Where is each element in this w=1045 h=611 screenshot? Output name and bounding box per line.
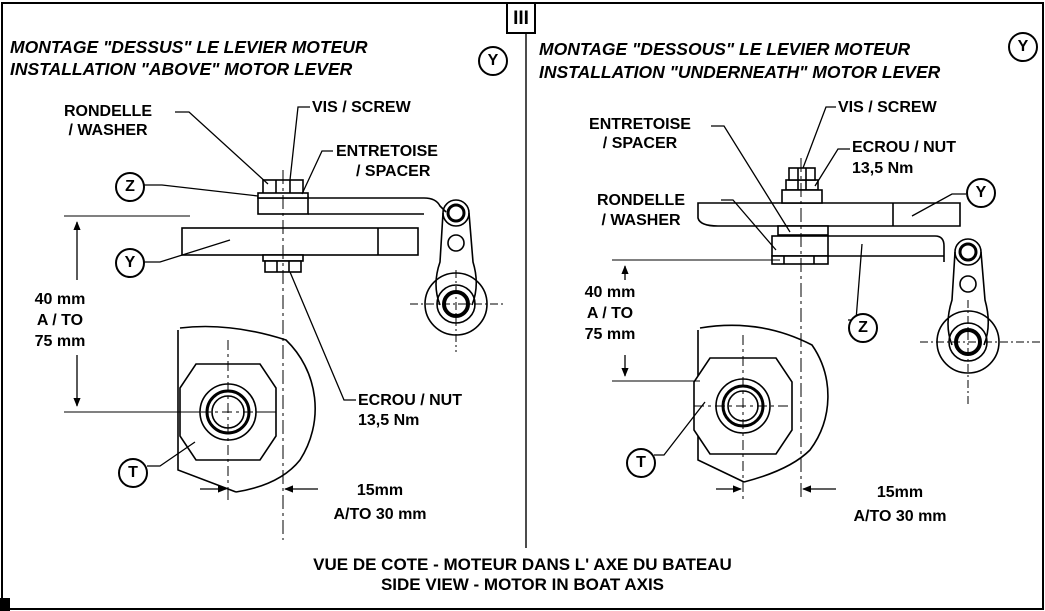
right-title-circle-y: Y (1008, 32, 1038, 62)
left-annotations (64, 106, 356, 500)
right-dim-v-to: A / TO (586, 305, 634, 322)
left-circle-t: T (118, 458, 148, 488)
panel-number: III (513, 8, 529, 29)
right-circle-t: T (626, 448, 656, 478)
left-label-torque: 13,5 Nm (358, 412, 420, 429)
left-assembly (177, 170, 505, 540)
left-label-spacer: / SPACER (356, 163, 431, 180)
right-label-vis-screw: VIS / SCREW (838, 99, 937, 116)
right-label-rondelle: RONDELLE (597, 192, 685, 209)
right-dim-v-min: 40 mm (584, 284, 636, 301)
footer-line-en: SIDE VIEW - MOTOR IN BOAT AXIS (380, 575, 665, 594)
right-dim-h-min: 15mm (876, 484, 924, 501)
left-circle-z: Z (115, 172, 145, 202)
right-label-washer: / WASHER (601, 212, 681, 229)
left-label-ecrou-nut: ECROU / NUT (358, 392, 462, 409)
left-dim-h-min: 15mm (356, 482, 404, 499)
right-label-torque: 13,5 Nm (852, 160, 914, 177)
left-label-vis-screw: VIS / SCREW (312, 99, 411, 116)
left-label-washer: / WASHER (68, 122, 148, 139)
left-dim-v-max: 75 mm (34, 333, 86, 350)
left-dim-v-min: 40 mm (34, 291, 86, 308)
right-title-fr: MONTAGE "DESSOUS" LE LEVIER MOTEUR (539, 39, 911, 59)
left-title-fr: MONTAGE "DESSUS" LE LEVIER MOTEUR (10, 37, 368, 57)
right-circle-z: Z (848, 313, 878, 343)
left-circle-y: Y (115, 248, 145, 278)
left-label-rondelle: RONDELLE (64, 103, 152, 120)
left-dim-v-to: A / TO (36, 312, 84, 329)
right-dim-h-max: A/TO 30 mm (853, 508, 947, 525)
corner-mark (0, 598, 10, 611)
right-circle-y: Y (966, 178, 996, 208)
left-title-en: INSTALLATION "ABOVE" MOTOR LEVER (10, 59, 353, 79)
left-label-entretoise: ENTRETOISE (336, 143, 438, 160)
footer-line-fr: VUE DE COTE - MOTEUR DANS L' AXE DU BATE… (313, 555, 732, 574)
right-dim-v-max: 75 mm (584, 326, 636, 343)
left-dim-h-max: A/TO 30 mm (333, 506, 427, 523)
right-label-ecrou-nut: ECROU / NUT (852, 139, 956, 156)
right-assembly (693, 158, 1040, 500)
right-title-en: INSTALLATION "UNDERNEATH" MOTOR LEVER (539, 62, 941, 82)
right-label-entretoise: ENTRETOISE (589, 116, 691, 133)
right-label-spacer: / SPACER (602, 135, 678, 152)
left-title-circle-y: Y (478, 46, 508, 76)
